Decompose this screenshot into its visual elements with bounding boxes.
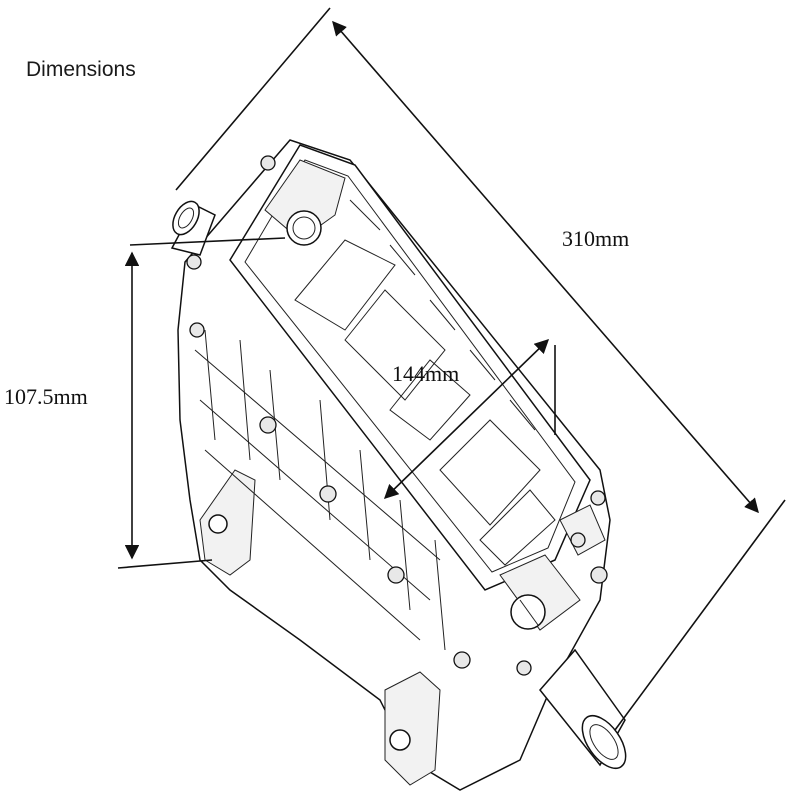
width-label: 144mm — [392, 361, 459, 386]
width-dimension: 144mm — [383, 338, 556, 500]
diagram-title: Dimensions — [26, 58, 136, 81]
length-dimension: 310mm — [175, 7, 786, 731]
height-dimension: 107.5mm — [4, 237, 286, 569]
length-label: 310mm — [562, 226, 629, 251]
height-label: 107.5mm — [4, 384, 88, 409]
